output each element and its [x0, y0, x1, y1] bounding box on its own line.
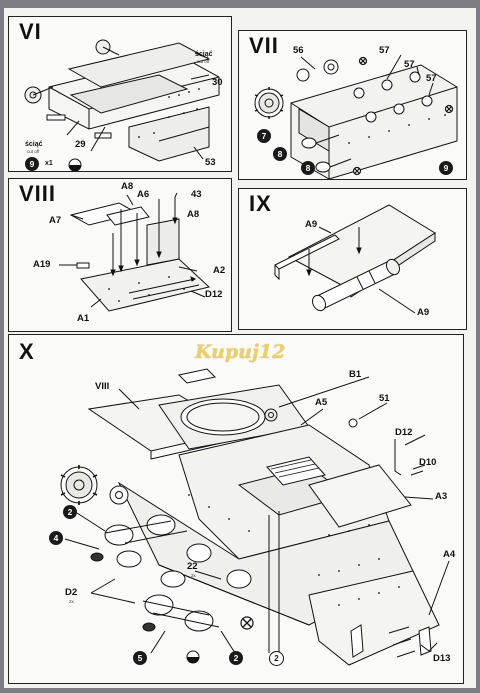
- label-53: 53: [205, 157, 216, 168]
- step-vi-panel: VI: [8, 16, 232, 172]
- label-57-c: 57: [426, 73, 437, 84]
- step-vi-title: VI: [19, 19, 42, 44]
- label-30: 30: [212, 77, 223, 88]
- label-d2: D2: [65, 587, 78, 598]
- step-vii-panel: VII: [238, 30, 467, 180]
- step-viii-drawing: [59, 192, 211, 312]
- label-43: 43: [191, 189, 202, 200]
- label-a8-right: A8: [187, 209, 200, 220]
- paint-badge-9: 9: [25, 157, 39, 171]
- step-ix-drawing: [274, 204, 436, 314]
- label-a7: A7: [49, 215, 62, 226]
- step-vii-title: VII: [249, 33, 279, 58]
- label-57-b: 57: [404, 59, 415, 70]
- label-cut-top: ściąć: [195, 51, 213, 58]
- label-51: 51: [379, 393, 390, 404]
- step-vi-drawing: [24, 39, 220, 171]
- label-29: 29: [75, 139, 86, 150]
- label-57-a: 57: [379, 45, 390, 56]
- instruction-sheet: VI: [4, 8, 476, 688]
- paint-badge-9: 9: [439, 161, 453, 175]
- label-a6: A6: [137, 189, 150, 200]
- label-56: 56: [293, 45, 304, 56]
- label-d12: D12: [205, 289, 223, 300]
- paint-badge-2-top: 2: [63, 505, 77, 519]
- paint-badge-2-bottom: 2: [229, 651, 243, 665]
- watermark: Kupuj12: [195, 341, 286, 363]
- paint-badge-5: 5: [133, 651, 147, 665]
- label-d13: D13: [433, 653, 451, 664]
- paint-badge-8-b: 8: [301, 161, 315, 175]
- label-a2: A2: [213, 265, 226, 276]
- label-a4: A4: [443, 549, 456, 560]
- paint-badge-4: 4: [49, 531, 63, 545]
- step-x-panel: X: [8, 334, 464, 684]
- part-number-2: 2: [269, 651, 284, 666]
- label-22: 22: [187, 561, 198, 572]
- label-d2-qty: 2x: [69, 599, 74, 604]
- label-b1: B1: [349, 369, 362, 380]
- label-cut-top-en: cut off: [197, 59, 210, 64]
- paint-badge-8-a: 8: [273, 147, 287, 161]
- step-vii-drawing: [254, 54, 458, 179]
- paint-badge-7: 7: [257, 129, 271, 143]
- label-a9-bottom: A9: [417, 307, 430, 318]
- label-a5: A5: [315, 397, 328, 408]
- step-ix-panel: IX: [238, 188, 467, 330]
- step-x-drawing: [60, 368, 450, 666]
- label-d10: D10: [419, 457, 437, 468]
- label-a19: A19: [33, 259, 51, 270]
- label-cut-bottom: ściąć: [25, 141, 43, 148]
- label-viii: VIII: [95, 381, 110, 392]
- label-d12: D12: [395, 427, 413, 438]
- label-a9-top: A9: [305, 219, 318, 230]
- label-a1: A1: [77, 313, 90, 324]
- label-qty-x1: x1: [45, 160, 53, 167]
- step-x-title: X: [19, 339, 35, 364]
- step-viii-panel: VIII: [8, 178, 232, 332]
- label-cut-bottom-en: cut off: [27, 149, 40, 154]
- label-22-qty: 2x: [191, 573, 196, 578]
- label-a8-top: A8: [121, 181, 134, 192]
- step-ix-title: IX: [249, 191, 272, 216]
- label-a3: A3: [435, 491, 448, 502]
- step-viii-title: VIII: [19, 181, 57, 206]
